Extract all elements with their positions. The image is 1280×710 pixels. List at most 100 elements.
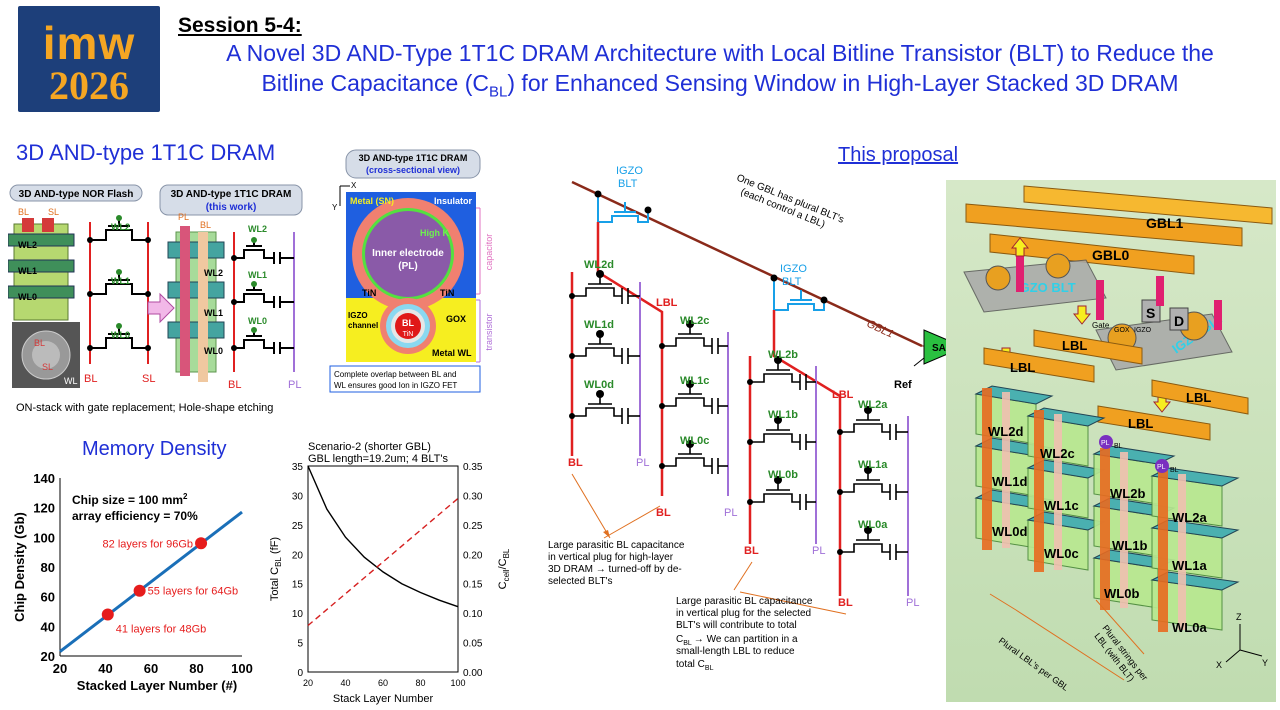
title-line-2: Bitline Capacitance (CBL) for Enhanced S…: [180, 70, 1260, 101]
xsec-capacitor: capacitor: [484, 234, 494, 271]
nor-flash-stack: BL SL WL2 WL1 WL0: [8, 207, 74, 320]
note2-line-3: BLT's will contribute to total: [676, 620, 797, 631]
wl2a: WL2a: [858, 399, 888, 411]
wl1c: WL1c: [680, 375, 709, 387]
chip-size-label: Chip size = 100 mm2: [72, 492, 188, 507]
sa-label: SA: [932, 343, 946, 354]
chart1-point-label: 41 layers for 48Gb: [116, 623, 206, 635]
cell-transistor: [750, 374, 800, 382]
gbl0-3d-label: GBL0: [1092, 247, 1130, 263]
xsec-title-2: (cross-sectional view): [366, 165, 460, 175]
session-label: Session 5-4:: [178, 14, 302, 38]
chart1-y-tick: 40: [41, 619, 55, 634]
chart2-yr-tick: 0.20: [463, 550, 483, 561]
xsec-note-1: Complete overlap between BL and: [334, 370, 456, 379]
s-label: S: [1146, 305, 1155, 321]
nor-wl0: WL0: [18, 292, 37, 302]
dram-label-2: (this work): [206, 202, 257, 213]
sem-wl: WL: [64, 376, 78, 386]
chart2-yl-tick: 35: [292, 462, 304, 473]
wl-3d-2c: WL2c: [1040, 446, 1075, 461]
wl-3d-0c: WL0c: [1044, 546, 1079, 561]
chart1-y-tick: 120: [33, 501, 55, 516]
bl-node: [747, 499, 753, 505]
chart1-y-tick: 80: [41, 560, 55, 575]
lbl-3d-2: LBL: [1062, 338, 1087, 353]
blt1-label-2: BLT: [618, 178, 638, 190]
xsec-metal-wl: Metal WL: [432, 348, 472, 358]
chart1-point: [134, 585, 146, 597]
chart2-yr-tick: 0.15: [463, 580, 483, 591]
dram-sch-wl2: WL2: [248, 224, 267, 234]
pl-pillar: [1120, 452, 1128, 608]
xsec-inner-2: (PL): [398, 261, 417, 272]
chart2-axes: Scenario-2 (shorter GBL)GBL length=19.2u…: [269, 441, 511, 705]
bl-pillar: [982, 388, 992, 550]
chart1-y-tick: 100: [33, 530, 55, 545]
chart2-yr-tick: 0.00: [463, 668, 483, 679]
chart1-x-tick: 60: [144, 661, 158, 676]
chart2-yl-tick: 20: [292, 550, 304, 561]
nor-wl1: WL1: [18, 266, 37, 276]
wl2c: WL2c: [680, 315, 709, 327]
bl-node: [659, 463, 665, 469]
cell-transistor: [662, 338, 712, 346]
xsec-transistor: transistor: [484, 313, 494, 350]
3d-render: GBL1 GBL0 IGZO BLT IGZO BLT S D Gate GOX…: [946, 180, 1276, 702]
chart2-yr-tick: 0.05: [463, 639, 483, 650]
nor-sch-wl1: WL1: [111, 276, 130, 286]
axis-z: Z: [1236, 612, 1242, 622]
wl2d: WL2d: [584, 259, 614, 271]
pl-pillar: [1178, 474, 1186, 630]
chart2-ylabel-left: Total CBL (fF): [269, 537, 283, 601]
gbl1-3d-label: GBL1: [1146, 215, 1184, 231]
chart1-point: [102, 608, 114, 620]
xsec-tin-core: TiN: [403, 331, 414, 338]
chart2-yr-tick: 0.35: [463, 462, 483, 473]
wl0d: WL0d: [584, 379, 614, 391]
chart1-xlabel: Stacked Layer Number (#): [77, 678, 237, 693]
bl-node: [837, 429, 843, 435]
xsec-note-2: WL ensures good Ion in IGZO FET: [334, 381, 457, 390]
wl-node: [596, 330, 604, 338]
nor-sch-bl: BL: [84, 373, 97, 385]
chart1-x-tick: 40: [98, 661, 112, 676]
wl1b: WL1b: [768, 409, 798, 421]
chart2-frame: [308, 466, 458, 672]
pl-label-c: PL: [724, 507, 737, 519]
chart2-xlabel: Stack Layer Number: [333, 693, 434, 705]
wl-3d-0b: WL0b: [1104, 586, 1139, 601]
wl-node: [596, 270, 604, 278]
nor-label: 3D AND-type NOR Flash: [19, 189, 134, 200]
dram-wl1: WL1: [204, 308, 223, 318]
pl-label-d: PL: [636, 457, 649, 469]
chart2-series-left: [308, 498, 458, 625]
xsec-title-1: 3D AND-type 1T1C DRAM: [359, 153, 468, 163]
nor-bl: BL: [18, 207, 29, 217]
nor-wl2: WL2: [18, 240, 37, 250]
bl-node: [659, 343, 665, 349]
bl-node: [747, 379, 753, 385]
bl-pillar: [1158, 470, 1168, 632]
proposal-circuit: GBL1 One GBL has plural BLT's (each cont…: [540, 160, 968, 690]
title-line-1: A Novel 3D AND-Type 1T1C DRAM Architectu…: [180, 40, 1260, 67]
dram-wl0: WL0: [204, 346, 223, 356]
lbl2-label: LBL: [832, 389, 854, 401]
cell-transistor: [840, 484, 890, 492]
cell-transistor: [572, 348, 622, 356]
chart2-yl-tick: 25: [292, 521, 304, 532]
xsec-axis-y: Y: [332, 203, 338, 212]
blt2-label-1: IGZO: [780, 263, 807, 275]
chart1-y-tick: 60: [41, 590, 55, 605]
bl-3d-1: BL: [1114, 443, 1123, 450]
dram-bl: BL: [200, 220, 211, 230]
lbl1-label: LBL: [656, 297, 678, 309]
bl-node: [837, 489, 843, 495]
igzo-blt-1: IGZO BLT: [1016, 280, 1076, 295]
note2-line-5: small-length LBL to reduce: [676, 646, 795, 657]
chart1-y-tick: 20: [41, 649, 55, 664]
wl0b: WL0b: [768, 469, 798, 481]
ref-label: Ref: [894, 379, 912, 391]
lbl-3d-4: LBL: [1186, 390, 1211, 405]
chart2-yr-tick: 0.25: [463, 521, 483, 532]
